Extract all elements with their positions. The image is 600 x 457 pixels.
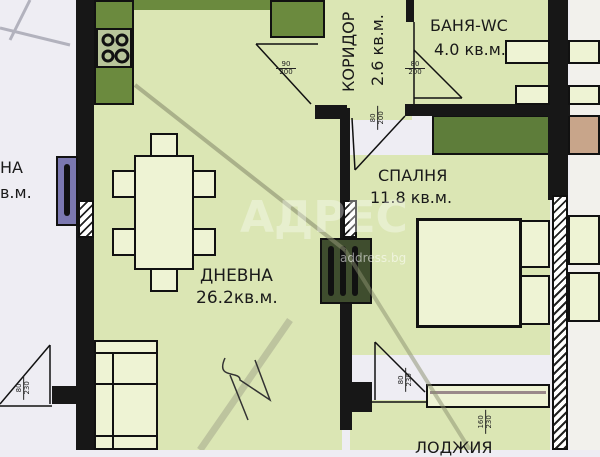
loggia-name: ЛОДЖИЯ <box>415 438 493 457</box>
loggia-floor <box>350 400 550 450</box>
door-swing-living <box>255 43 312 105</box>
nightstand <box>520 220 550 268</box>
chair <box>150 268 178 292</box>
washing-machine-row <box>515 85 550 105</box>
stove-burners-icon <box>101 33 130 64</box>
sofa <box>94 340 158 450</box>
watermark-brand: АДРЕС <box>240 192 408 243</box>
living-room-name: ДНЕВНА <box>200 266 273 286</box>
sofa-divider-h1 <box>94 352 158 354</box>
loggia-window <box>426 384 550 408</box>
door-swing-bedroom-balcony <box>374 341 426 393</box>
handwritten-mark <box>222 357 272 421</box>
radiator-center <box>320 238 372 304</box>
neighbor-bath <box>568 40 600 64</box>
wall-bath-left <box>406 0 414 22</box>
window-dim-loggia: 160 230 <box>477 409 494 434</box>
hatched-wall-left <box>78 200 94 238</box>
wall-right <box>548 0 568 200</box>
bedroom-wardrobe <box>432 115 550 155</box>
corridor-floor <box>342 0 412 120</box>
door-dim-left-balcony: 80 230 <box>15 375 32 400</box>
corridor-area: 2.6 кв.м. <box>368 14 387 86</box>
door-dim-living: 90 200 <box>276 60 296 77</box>
chair <box>150 133 178 157</box>
chair <box>192 228 216 256</box>
nightstand <box>520 275 550 325</box>
wall-left-balcony-ledge <box>52 386 78 404</box>
door-swing-bath <box>413 49 463 99</box>
radiator-left <box>56 156 78 226</box>
kitchen-counter-top <box>94 0 270 10</box>
left-room-area-fragment: в.м. <box>0 183 32 202</box>
pencil-mark <box>133 83 347 252</box>
corridor-name: КОРИДОР <box>339 11 358 92</box>
bathroom-area: 4.0 кв.м. <box>434 40 506 59</box>
loggia-window-glass <box>430 391 546 394</box>
bedroom-name: СПАЛНЯ <box>378 166 448 185</box>
wall-corridor-top <box>315 105 347 119</box>
chair <box>192 170 216 198</box>
stove <box>96 28 132 68</box>
bathtub <box>505 40 550 64</box>
door-swing-left-balcony <box>0 344 51 405</box>
neighbor-furniture <box>568 272 600 322</box>
neighbor-bath-row <box>568 85 600 105</box>
chair <box>112 170 136 198</box>
door-dim-bath: 80 200 <box>405 60 425 77</box>
bathroom-name: БАНЯ-WC <box>430 16 508 35</box>
hatched-wall-right <box>552 195 568 450</box>
neighbor-furniture <box>568 215 600 265</box>
bedroom-area: 11.8 кв.м. <box>370 188 453 207</box>
wall-living-bedroom-ledge <box>340 382 372 412</box>
sofa-divider-v <box>112 352 114 450</box>
neighbor-wardrobe <box>568 115 600 155</box>
dining-table <box>134 155 194 270</box>
door-swing-corridor <box>351 117 356 171</box>
watermark-url: address.bg <box>340 251 407 265</box>
sofa-divider-h3 <box>94 435 158 437</box>
wall-bedroom-top <box>405 104 570 116</box>
hatched-wall-bedroom <box>343 200 357 238</box>
sofa-divider-h2 <box>94 383 158 385</box>
bed <box>416 218 522 328</box>
door-dim-bedroom-balcony: 80 230 <box>397 367 414 392</box>
living-room-area: 26.2кв.м. <box>196 288 278 308</box>
kitchen-counter-upper <box>270 0 325 38</box>
door-dim-corridor: 80 200 <box>369 105 386 130</box>
wall-corridor-left <box>340 108 350 238</box>
left-room-name-fragment: НА <box>0 158 23 177</box>
chair <box>112 228 136 256</box>
